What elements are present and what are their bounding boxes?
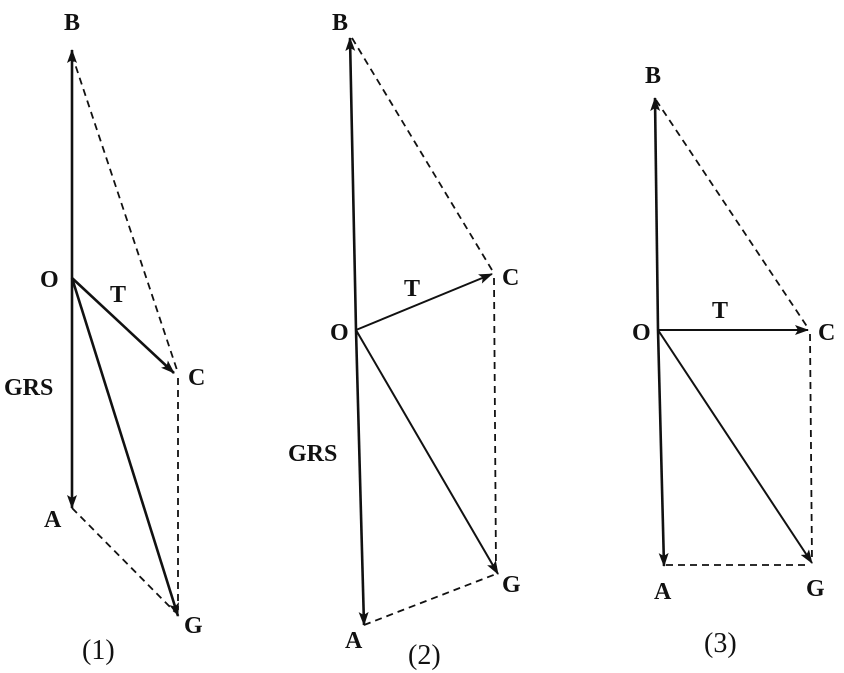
label-grs: GRS [288, 441, 337, 467]
vector-o-g [355, 329, 499, 575]
vector-o-g [657, 329, 813, 564]
caption-1: (1) [82, 635, 115, 666]
vector-o-c-t [71, 277, 175, 374]
vector-o-a [656, 329, 669, 567]
label-o: O [330, 320, 349, 346]
label-a: A [654, 579, 672, 605]
label-c: C [502, 265, 519, 291]
vector-o-c-t [355, 273, 493, 331]
label-t: T [110, 282, 126, 308]
dashed-line-b-c [351, 37, 493, 271]
dashed-line-b-c [71, 54, 179, 374]
vector-o-b [345, 37, 358, 331]
label-a: A [44, 507, 62, 533]
caption-3: (3) [704, 628, 737, 659]
vector-o-b [650, 97, 661, 331]
label-a: A [345, 628, 363, 654]
dashed-line-a-g [363, 573, 497, 626]
label-c: C [818, 320, 835, 346]
label-g: G [806, 576, 825, 602]
diagram-1: B O T C GRS A G (1) [4, 10, 205, 666]
diagram-3: B O T C A G (3) [632, 63, 835, 659]
label-b: B [332, 10, 348, 36]
dashed-line-c-g [493, 277, 497, 571]
label-g: G [502, 572, 521, 598]
label-b: B [645, 63, 661, 89]
dashed-line-c-g [809, 333, 813, 563]
label-b: B [64, 10, 80, 36]
label-o: O [632, 320, 651, 346]
label-t: T [712, 298, 728, 324]
label-g: G [184, 613, 203, 639]
dashed-line-b-c [655, 99, 809, 329]
vector-o-g [70, 277, 180, 617]
diagram-2: B O T C GRS G A (2) [288, 10, 521, 671]
label-grs: GRS [4, 375, 53, 401]
vector-o-a-grs [354, 329, 369, 626]
dashed-line-a-g [71, 507, 176, 613]
label-c: C [188, 365, 205, 391]
caption-2: (2) [408, 640, 441, 671]
label-o: O [40, 267, 59, 293]
label-t: T [404, 276, 420, 302]
